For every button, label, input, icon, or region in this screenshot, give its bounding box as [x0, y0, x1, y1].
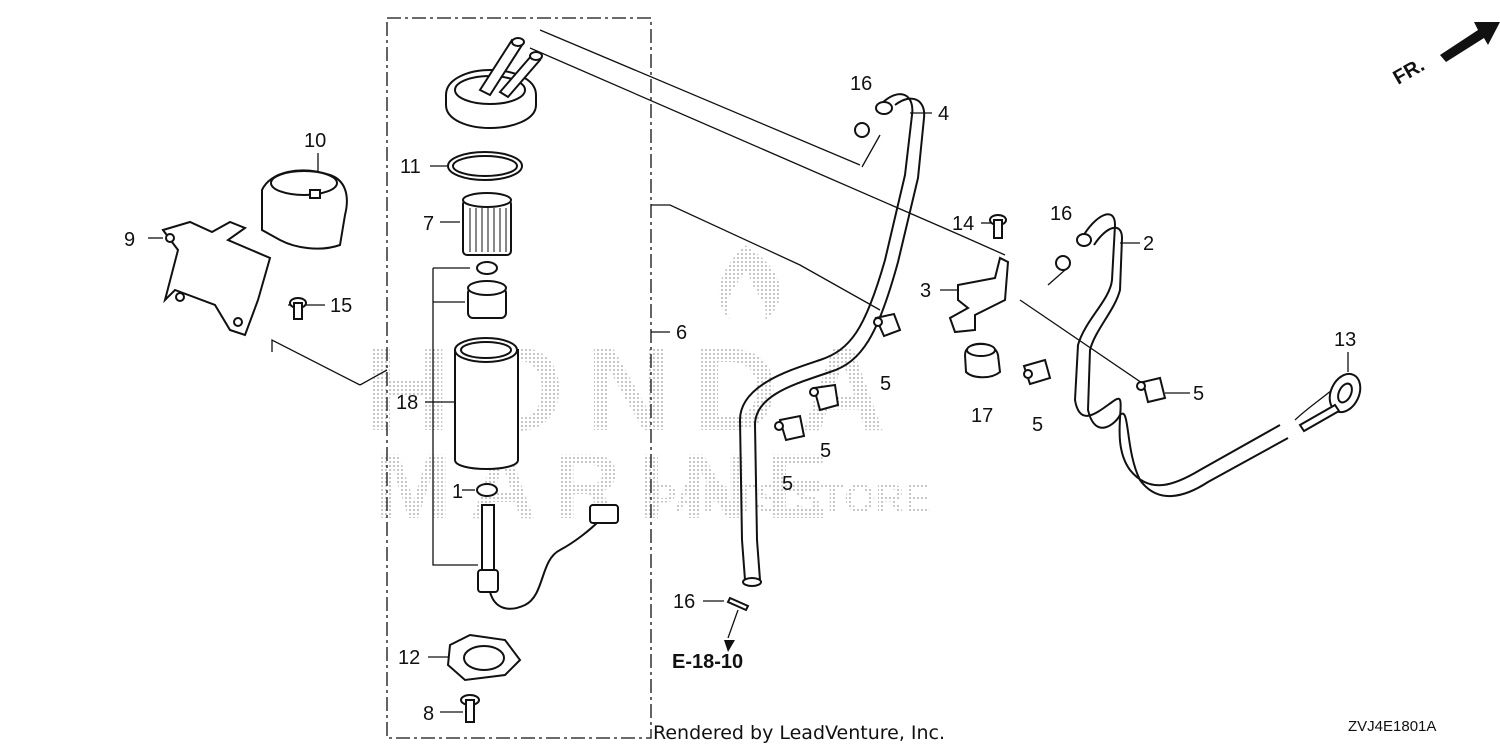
callout-14: 14 — [952, 213, 974, 235]
watermark: HONDA MARINE PARTS STORE — [365, 245, 931, 538]
callout-16b: 16 — [1050, 203, 1072, 225]
callout-10: 10 — [304, 130, 326, 152]
bracket-3 — [948, 256, 1010, 334]
clamp-5d — [1022, 358, 1052, 386]
callout-6: 6 — [676, 322, 687, 344]
filter-element-7 — [462, 192, 512, 256]
bracket-9 — [161, 220, 272, 337]
callout-7: 7 — [423, 213, 434, 235]
clamp-5e — [1136, 376, 1167, 404]
bolt-14 — [989, 214, 1007, 239]
reference-arrow-icon — [724, 640, 735, 652]
clip-17 — [963, 342, 1002, 379]
rendered-by-credit: Rendered by LeadVenture, Inc. — [653, 722, 945, 744]
callout-2: 2 — [1143, 233, 1154, 255]
bolt-15 — [289, 297, 307, 320]
callout-5a: 5 — [880, 373, 891, 395]
callout-5d: 5 — [1032, 414, 1043, 436]
clamp-5c — [774, 414, 806, 442]
washer — [476, 261, 498, 275]
callout-13: 13 — [1334, 329, 1356, 351]
level-sensor — [477, 504, 619, 610]
strainer-cap — [445, 37, 543, 130]
callout-8: 8 — [423, 703, 434, 725]
bolt-8 — [460, 694, 480, 723]
callout-17: 17 — [971, 405, 993, 427]
float — [467, 280, 507, 319]
fitting-13 — [1298, 372, 1362, 433]
callout-5b: 5 — [820, 440, 831, 462]
leader-lines — [148, 29, 1349, 713]
flame-icon — [718, 245, 781, 320]
gasket-12 — [446, 633, 522, 682]
callout-3: 3 — [920, 280, 931, 302]
forward-label: FR. — [1390, 54, 1429, 89]
callout-12: 12 — [398, 647, 420, 669]
hose-clip-16-group — [726, 122, 1071, 612]
callout-1: 1 — [452, 481, 463, 503]
callout-5c: 5 — [782, 473, 793, 495]
clamp-5a — [873, 312, 902, 338]
assembly-box-6 — [386, 17, 652, 739]
callout-16c: 16 — [673, 591, 695, 613]
callout-18: 18 — [396, 392, 418, 414]
callout-9: 9 — [124, 229, 135, 251]
o-ring-1 — [476, 483, 498, 497]
callout-16a: 16 — [850, 73, 872, 95]
cover-10 — [261, 169, 348, 250]
callout-15: 15 — [330, 295, 352, 317]
cross-reference-link[interactable]: E-18-10 — [672, 651, 743, 673]
callout-5e: 5 — [1193, 383, 1204, 405]
fuel-hose-2 — [1073, 213, 1289, 497]
diagram-code: ZVJ4E1801A — [1348, 718, 1436, 735]
forward-direction-arrow: FR. — [1390, 22, 1500, 89]
clamp-5-group — [774, 312, 1167, 442]
fuel-hose-4 — [738, 93, 926, 587]
clamp-5b — [809, 383, 840, 412]
callout-4: 4 — [938, 103, 949, 125]
watermark-line3: PARTS STORE — [650, 477, 931, 521]
callout-11: 11 — [400, 156, 421, 178]
callout-labels: 1 2 3 4 5 5 5 5 5 6 7 8 9 10 11 12 13 14… — [124, 73, 1356, 725]
strainer-cup-18 — [454, 337, 519, 470]
